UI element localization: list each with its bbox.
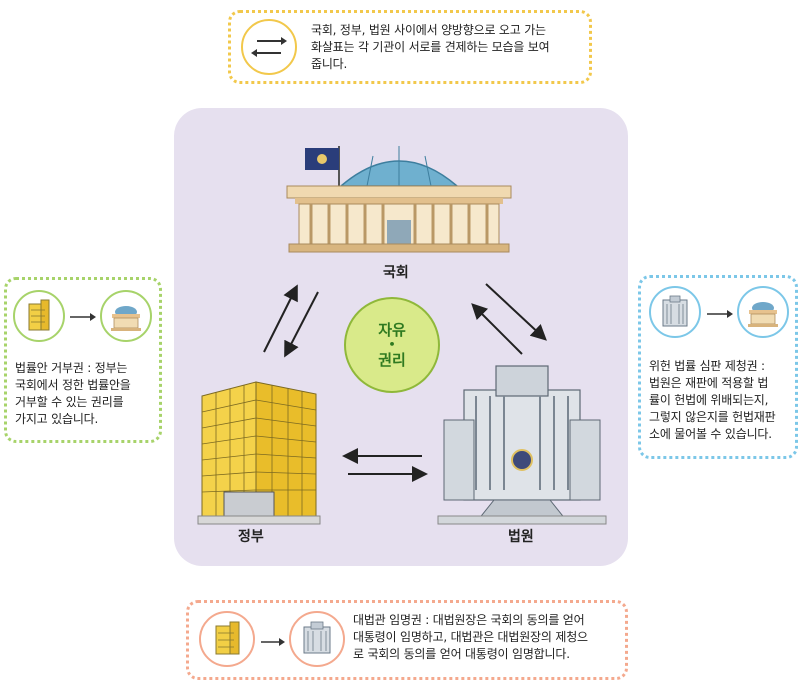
government-building-illustration [196, 376, 322, 530]
left-note-line: 가지고 있습니다. [15, 412, 99, 426]
bottom-note-line: 대법관 임명권 : 대법원장은 국회의 동의를 얻어 [353, 613, 585, 627]
right-note-line: 법원은 재판에 적용할 법 [649, 376, 769, 390]
top-note-line: 화살표는 각 기관이 서로를 견제하는 모습을 보여 [311, 40, 550, 54]
court-label: 법원 [508, 529, 534, 545]
arrow-court-to-assembly [471, 303, 523, 355]
right-note-line: 소에 물어볼 수 있습니다. [649, 427, 772, 441]
bidirectional-arrows-icon [241, 19, 297, 75]
arrow-assembly-to-government [284, 291, 319, 358]
arrow-right-icon [70, 308, 96, 327]
arrow-right-icon [261, 633, 285, 652]
national-assembly-illustration [283, 140, 515, 262]
government-label: 정부 [238, 529, 264, 545]
right-note-line: 그렇지 않은지를 헌법재판 [649, 410, 776, 424]
top-note-box: 국회, 정부, 법원 사이에서 양방향으로 오고 가는 화살표는 각 기관이 서… [228, 10, 592, 84]
center-dot: • [388, 338, 396, 351]
arrow-right-icon [707, 305, 733, 324]
arrow-government-to-assembly [263, 284, 298, 353]
top-note-line: 국회, 정부, 법원 사이에서 양방향으로 오고 가는 [311, 23, 546, 37]
right-note-line: 률이 헌법에 위배되는지, [649, 393, 769, 407]
assembly-label: 국회 [383, 265, 409, 281]
left-note-line: 거부할 수 있는 권리를 [15, 395, 124, 409]
left-note-text: 법률안 거부권 : 정부는 국회에서 정한 법률안을 거부할 수 있는 권리를 … [15, 360, 131, 428]
court-building-illustration [436, 360, 608, 530]
government-building-icon [13, 290, 65, 342]
left-note-line: 국회에서 정한 법률안을 [15, 378, 131, 392]
bottom-note-text: 대법관 임명권 : 대법원장은 국회의 동의를 얻어 대통령이 임명하고, 대법… [353, 612, 588, 663]
right-note-text: 위헌 법률 심판 제청권 : 법원은 재판에 적용할 법 률이 헌법에 위배되는… [649, 358, 776, 443]
right-note-line: 위헌 법률 심판 제청권 : [649, 359, 765, 373]
left-note-box: 법률안 거부권 : 정부는 국회에서 정한 법률안을 거부할 수 있는 권리를 … [4, 277, 162, 443]
bottom-note-line: 대통령이 임명하고, 대법관은 대법원장의 제청으 [353, 630, 588, 644]
court-building-icon [649, 286, 701, 338]
top-note-text: 국회, 정부, 법원 사이에서 양방향으로 오고 가는 화살표는 각 기관이 서… [311, 22, 550, 73]
top-note-line: 줍니다. [311, 57, 348, 71]
assembly-building-icon [737, 286, 789, 338]
court-building-icon [289, 611, 345, 667]
freedom-rights-circle: 자유 • 권리 [344, 297, 440, 393]
arrow-assembly-to-court [485, 283, 547, 341]
right-note-box: 위헌 법률 심판 제청권 : 법원은 재판에 적용할 법 률이 헌법에 위배되는… [638, 275, 798, 459]
bottom-note-box: 대법관 임명권 : 대법원장은 국회의 동의를 얻어 대통령이 임명하고, 대법… [186, 600, 628, 680]
center-text-freedom: 자유 [378, 321, 406, 339]
left-note-line: 법률안 거부권 : 정부는 [15, 361, 128, 375]
bottom-note-line: 로 국회의 동의를 얻어 대통령이 임명합니다. [353, 647, 570, 661]
assembly-building-icon [100, 290, 152, 342]
government-building-icon [199, 611, 255, 667]
center-text-rights: 권리 [378, 351, 406, 369]
